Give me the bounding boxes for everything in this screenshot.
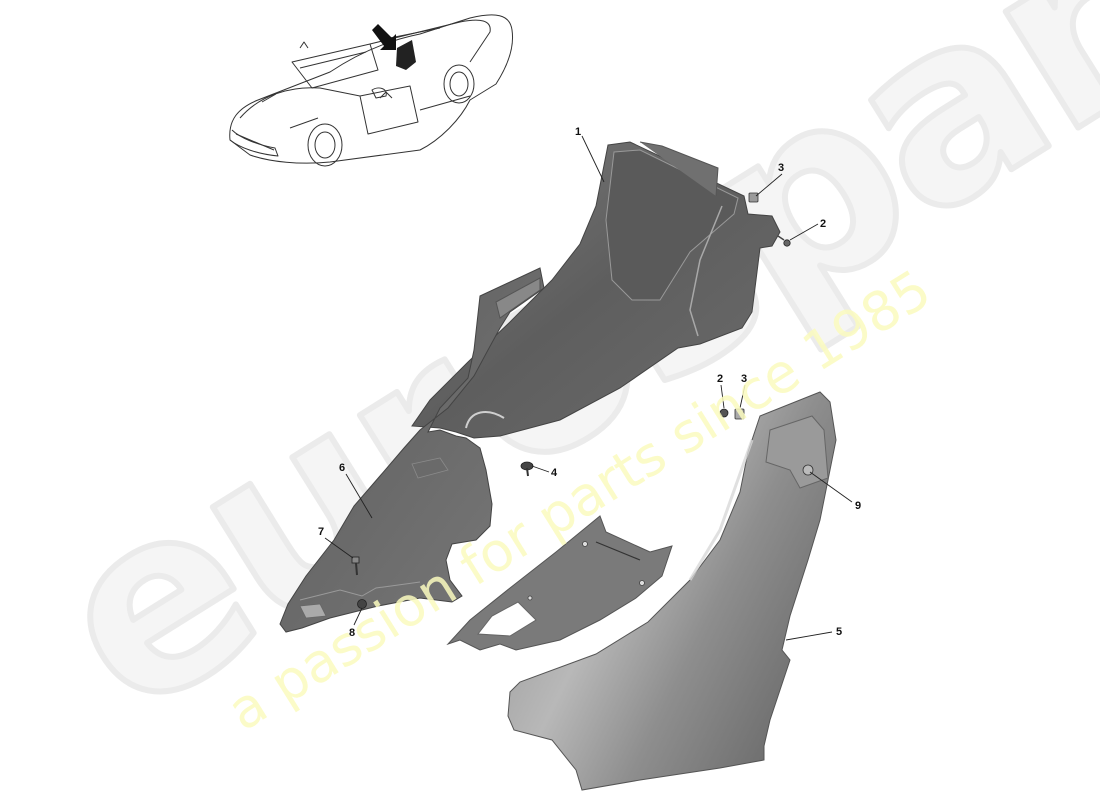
callout-3-lower[interactable]: 3 (741, 373, 748, 385)
highlighted-part-icon (396, 40, 416, 70)
callout-3-upper[interactable]: 3 (778, 162, 785, 174)
push-clip-4 (520, 461, 534, 477)
callout-9[interactable]: 9 (855, 500, 862, 512)
leader-lines (324, 135, 853, 641)
screw-2-lower (719, 408, 729, 418)
callout-8[interactable]: 8 (349, 627, 356, 639)
part-1-upper-trim-panel (411, 141, 781, 439)
callout-5[interactable]: 5 (836, 626, 843, 638)
callout-4[interactable]: 4 (551, 467, 558, 479)
clip-nut-3-upper (748, 192, 759, 203)
location-arrow-icon (372, 24, 396, 50)
callout-1[interactable]: 1 (575, 126, 582, 138)
callout-7[interactable]: 7 (318, 526, 325, 538)
part-6-tunnel-side-trim (279, 267, 545, 633)
screw-7 (351, 556, 360, 576)
screw-2-upper (777, 235, 791, 247)
callout-6[interactable]: 6 (339, 462, 346, 474)
callout-2-upper[interactable]: 2 (820, 218, 827, 230)
callout-2-lower[interactable]: 2 (717, 373, 724, 385)
clip-nut-3-lower (734, 408, 745, 420)
part-5-lower-side-trim (446, 391, 837, 791)
